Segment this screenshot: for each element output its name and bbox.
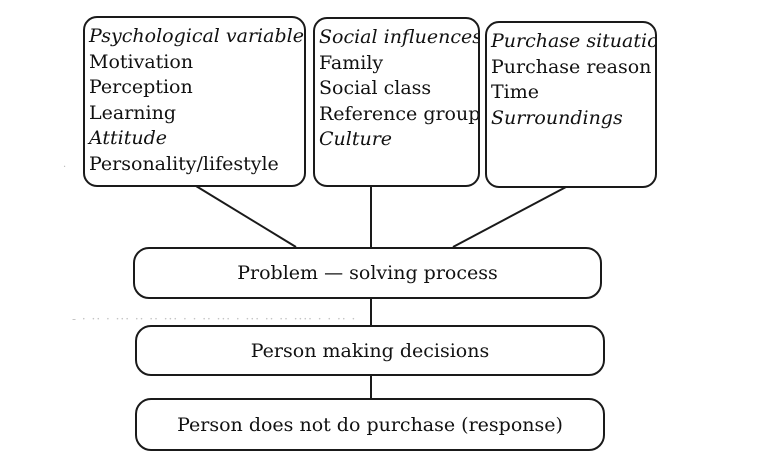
psychological-item: Personality/lifestyle xyxy=(89,152,279,175)
person-making-decisions-label: Person making decisions xyxy=(250,339,490,362)
connector-purchase-situation xyxy=(452,186,567,248)
social-heading: Social influences xyxy=(319,26,480,48)
response-box: Person does not do purchase (response) xyxy=(135,398,605,451)
purchase-situation-heading: Purchase situation xyxy=(491,30,657,52)
social-item: Family xyxy=(319,51,384,74)
psychological-item: Learning xyxy=(89,101,176,124)
scan-bleedthrough-noise: - · ·· · ··· ·· ·· ··· · · ·· ··· · ··· … xyxy=(72,312,357,326)
social-item: Social class xyxy=(319,77,432,99)
psychological-heading: Psychological variables xyxy=(89,25,306,47)
purchase-situation-item: Purchase reason xyxy=(491,55,652,78)
scan-speck: · xyxy=(63,162,67,173)
psychological-item: Attitude xyxy=(89,127,168,149)
response-label: Person does not do purchase (response) xyxy=(177,413,563,436)
psychological-item: Motivation xyxy=(89,50,194,73)
connector-psychological xyxy=(195,185,297,248)
purchase-situation-item: Time xyxy=(491,81,540,103)
social-item: Culture xyxy=(319,128,393,150)
social-item: Reference groups xyxy=(319,102,480,125)
person-making-decisions-box: Person making decisions xyxy=(135,325,605,376)
psychological-item: Perception xyxy=(89,76,193,98)
problem-solving-process-box: Problem — solving process xyxy=(133,247,602,299)
problem-solving-process-label: Problem — solving process xyxy=(237,262,498,284)
purchase-situation-item: Surroundings xyxy=(491,106,623,129)
